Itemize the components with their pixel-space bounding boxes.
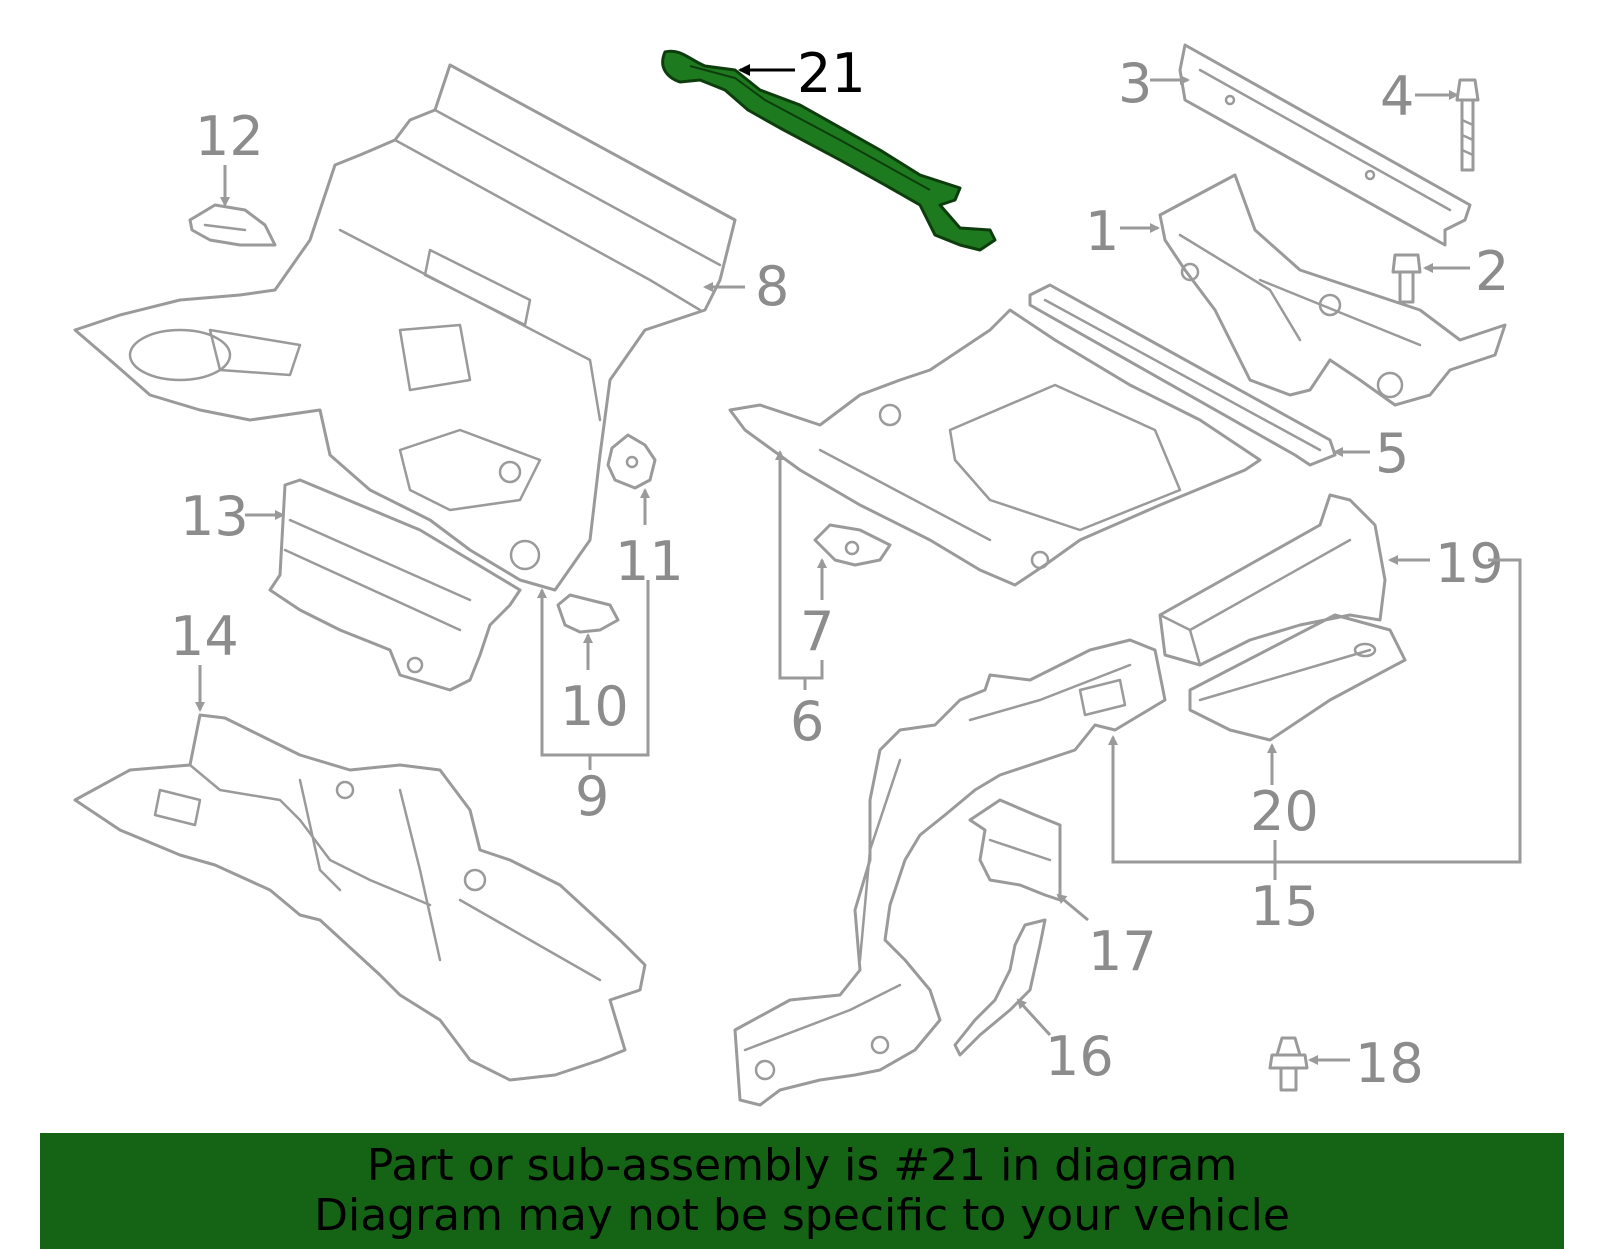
notice-banner: Part or sub-assembly is #21 in diagram D… bbox=[40, 1133, 1564, 1249]
part-2-bolt[interactable] bbox=[1391, 253, 1422, 304]
callout-5[interactable]: 5 bbox=[1375, 422, 1409, 485]
callout-9[interactable]: 9 bbox=[575, 765, 609, 828]
part-3-rail[interactable] bbox=[1178, 43, 1472, 247]
leader-16 bbox=[1016, 998, 1052, 1037]
part-20-panel[interactable] bbox=[1188, 613, 1407, 742]
part-16-bracket[interactable] bbox=[953, 918, 1047, 1057]
callout-14[interactable]: 14 bbox=[170, 605, 239, 668]
callout-2[interactable]: 2 bbox=[1475, 240, 1509, 303]
callout-13[interactable]: 13 bbox=[180, 485, 249, 548]
part-8-rear-floor-pan[interactable] bbox=[73, 63, 737, 592]
callout-1[interactable]: 1 bbox=[1085, 200, 1119, 263]
part-10-bracket[interactable] bbox=[556, 593, 620, 634]
part-7-bracket[interactable] bbox=[813, 523, 892, 567]
callout-17[interactable]: 17 bbox=[1088, 920, 1157, 983]
part-1-rear-member[interactable] bbox=[1158, 173, 1507, 407]
bracket-6 bbox=[778, 460, 824, 680]
part-4-bolt[interactable] bbox=[1455, 78, 1480, 172]
part-17-bracket[interactable] bbox=[968, 798, 1062, 902]
callout-12[interactable]: 12 bbox=[195, 105, 264, 168]
banner-line-1: Part or sub-assembly is #21 in diagram bbox=[366, 1140, 1238, 1191]
callout-20[interactable]: 20 bbox=[1250, 780, 1319, 843]
part-12-bracket[interactable] bbox=[188, 203, 277, 247]
callout-10[interactable]: 10 bbox=[560, 675, 629, 738]
part-15-side-member[interactable] bbox=[733, 638, 1167, 1107]
bracket-15 bbox=[1111, 558, 1522, 864]
part-21-cross-member[interactable] bbox=[661, 49, 997, 252]
bracket-9 bbox=[540, 580, 650, 757]
callout-3[interactable]: 3 bbox=[1118, 52, 1152, 115]
callout-7[interactable]: 7 bbox=[800, 600, 834, 663]
part-11-bracket[interactable] bbox=[606, 433, 657, 490]
banner-line-2: Diagram may not be specific to your vehi… bbox=[314, 1190, 1290, 1241]
part-13-panel[interactable] bbox=[268, 478, 522, 692]
part-19-box-member[interactable] bbox=[1158, 493, 1387, 667]
part-18-stud[interactable] bbox=[1268, 1036, 1309, 1092]
callout-19[interactable]: 19 bbox=[1435, 532, 1504, 595]
callout-18[interactable]: 18 bbox=[1355, 1032, 1424, 1095]
part-5-rail[interactable] bbox=[1028, 283, 1337, 467]
callout-21[interactable]: 21 bbox=[797, 42, 866, 105]
callout-8[interactable]: 8 bbox=[755, 255, 789, 318]
callout-15[interactable]: 15 bbox=[1250, 875, 1319, 938]
callout-4[interactable]: 4 bbox=[1380, 65, 1414, 128]
parts-diagram: 21 8 12 13 11 10 bbox=[73, 42, 1522, 1107]
part-14-front-floor[interactable] bbox=[73, 713, 647, 1082]
part-6-floor[interactable] bbox=[728, 308, 1262, 587]
callout-16[interactable]: 16 bbox=[1045, 1025, 1114, 1088]
leader-17 bbox=[1056, 893, 1089, 922]
callout-6[interactable]: 6 bbox=[790, 690, 824, 753]
